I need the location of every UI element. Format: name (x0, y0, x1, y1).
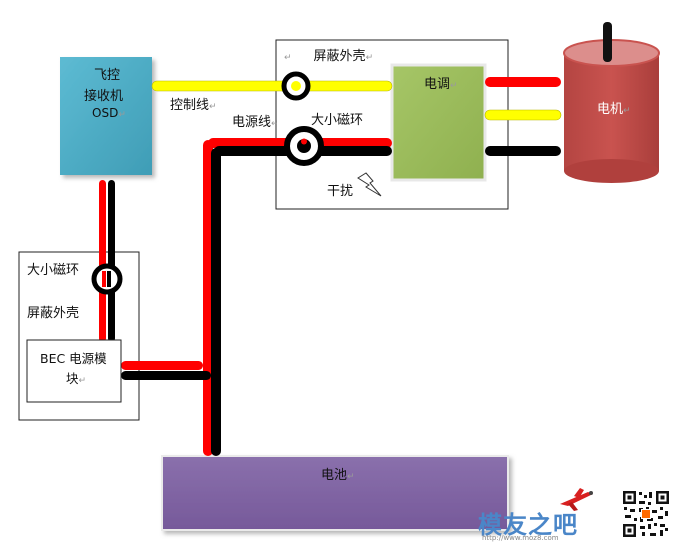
ferrite-ring-power (284, 126, 324, 166)
return-mark: ↵ (78, 376, 87, 386)
ferrite-top-label: 大小磁环 (311, 113, 364, 128)
lightning-icon (357, 172, 382, 197)
ferrite-left-label: 大小磁环 (27, 263, 80, 278)
return-mark: ↵ (450, 81, 458, 91)
shield-left-label: 屏蔽外壳 (27, 306, 80, 321)
return-mark: ↵ (365, 53, 374, 63)
bec-label-line2: 块↵ (66, 371, 87, 386)
battery-label: 电池↵ (321, 468, 355, 483)
bec-module-box (26, 339, 122, 403)
power-wire-label: 电源线↵ (232, 115, 279, 130)
bec-wire-black-vertical (108, 180, 115, 342)
ferrite-ring-control (281, 71, 311, 101)
return-mark: ↵ (209, 102, 217, 112)
control-wire-yellow (151, 80, 393, 92)
qr-code-icon (622, 490, 670, 538)
battery-block (161, 455, 509, 531)
shield-top-label: ↵屏蔽外壳↵ (284, 49, 374, 64)
power-wire-black-vertical (211, 148, 221, 456)
fc-label-line2: 接收机 (84, 89, 124, 104)
motor-wire-red (485, 77, 561, 87)
motor-wire-black (485, 146, 561, 156)
motor-cylinder (563, 22, 660, 183)
return-mark: ↵ (284, 53, 292, 63)
fc-label-line3: OSD↵ (92, 106, 126, 120)
esc-block (390, 63, 487, 182)
motor-wire-yellow (484, 109, 562, 121)
plane-logo-icon (560, 488, 593, 511)
control-wire-label: 控制线↵ (170, 98, 217, 113)
ferrite-ring-bec (91, 263, 123, 295)
flight-controller-block (60, 57, 152, 175)
bec-wire-red-vertical (99, 180, 106, 342)
watermark-brand: 模友之吧 (478, 511, 578, 539)
watermark-url: http://www.moz8.com (482, 534, 559, 542)
shield-enclosure-top (275, 39, 509, 210)
bec-wire-red-horizontal (121, 361, 203, 370)
shield-enclosure-left (18, 251, 140, 421)
esc-label: 电调↵ (424, 77, 458, 92)
return-mark: ↵ (271, 119, 279, 129)
return-mark: ↵ (118, 110, 126, 120)
return-mark: ↵ (623, 106, 631, 116)
fc-label-line1: 飞控 (94, 68, 121, 83)
return-mark: ↵ (347, 472, 355, 482)
bec-label-line1: BEC 电源模 (40, 351, 107, 366)
interference-label: 干扰 (327, 184, 354, 199)
motor-label: 电机↵ (597, 102, 631, 117)
bec-wire-black-horizontal (121, 371, 211, 380)
